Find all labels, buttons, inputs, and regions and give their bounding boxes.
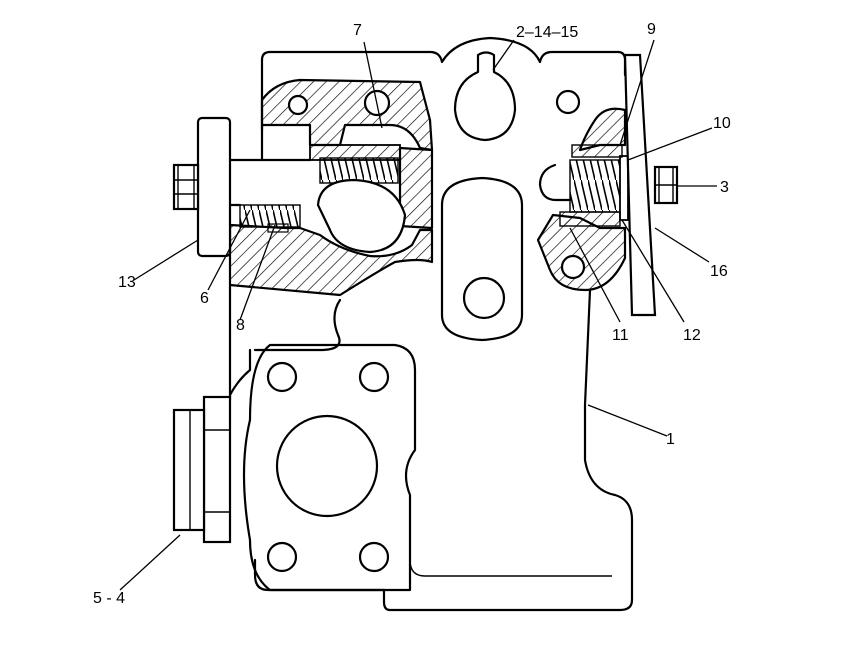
callout-2-14-15: 2–14–15 [516, 24, 578, 41]
callout-labels: 7 2–14–15 9 10 3 16 12 11 1 13 6 8 5 - 4 [93, 21, 731, 607]
callout-8: 8 [236, 317, 245, 334]
small-hole-top-right [555, 89, 581, 115]
bottom-flange [242, 343, 417, 592]
left-side-fitting [172, 395, 232, 544]
callout-13: 13 [118, 274, 136, 291]
callout-6: 6 [200, 290, 209, 307]
callout-9: 9 [647, 21, 656, 38]
callout-1: 1 [666, 431, 675, 448]
callout-12: 12 [683, 327, 701, 344]
left-end-cap [172, 116, 232, 258]
center-slot [440, 176, 524, 342]
callout-10: 10 [713, 115, 731, 132]
callout-16: 16 [710, 263, 728, 280]
left-valve-section [228, 78, 434, 297]
right-valve-section [536, 107, 629, 292]
callout-7: 7 [353, 22, 362, 39]
callout-5-4: 5 - 4 [93, 590, 125, 607]
top-bolt-hole [453, 51, 517, 142]
callout-3: 3 [720, 179, 729, 196]
leader-lines [119, 39, 717, 591]
right-end-plate [623, 53, 679, 317]
callout-11: 11 [612, 327, 629, 344]
